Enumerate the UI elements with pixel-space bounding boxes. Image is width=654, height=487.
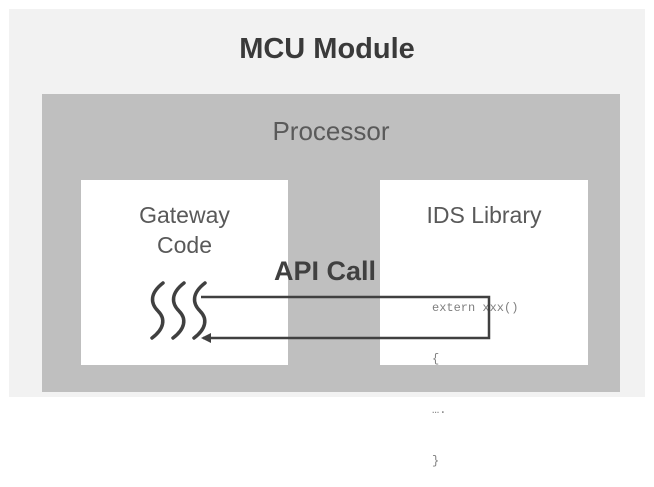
api-call-label: API Call [274,256,377,286]
api-call-arrow [201,295,491,343]
diagram-overlay [150,281,491,343]
gateway-code-title: Gateway Code [81,200,288,260]
code-line: } [432,454,440,468]
mcu-module-title: MCU Module [239,33,415,65]
gateway-code-box [81,180,288,365]
code-line: { [432,352,440,366]
code-line: extern xxx() [432,301,519,315]
processor-title: Processor [272,116,390,146]
gateway-title-line-1: Gateway [139,202,230,228]
wavy-lines-icon [150,281,207,340]
gateway-title-line-2: Code [157,232,212,258]
ids-library-box [380,180,588,365]
ids-library-title: IDS Library [426,202,542,228]
